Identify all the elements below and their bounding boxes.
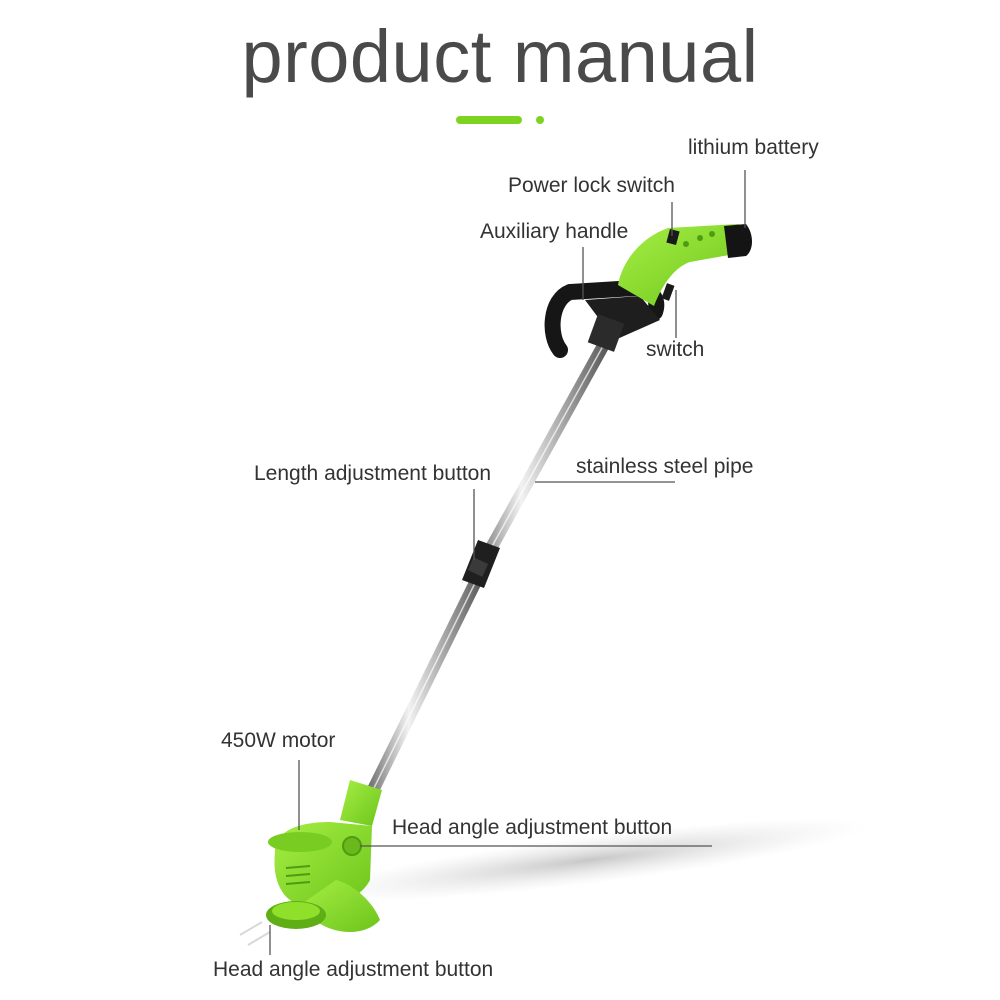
label-switch: switch (646, 338, 705, 361)
label-head-angle-adjustment-button-bottom: Head angle adjustment button (213, 958, 494, 981)
motor-head (239, 780, 382, 946)
title-accent-bar (456, 116, 522, 124)
page-title: product manual (241, 15, 759, 98)
label-auxiliary-handle: Auxiliary handle (480, 220, 629, 243)
ground-shadow (312, 818, 868, 902)
label-length-adjustment-button: Length adjustment button (254, 462, 492, 485)
leader-lines (269, 170, 746, 955)
label-head-angle-adjustment-button: Head angle adjustment button (392, 816, 673, 839)
label-stainless-steel-pipe: stainless steel pipe (576, 455, 754, 478)
label-450w-motor: 450W motor (221, 729, 336, 752)
title-accent-dot (536, 116, 544, 124)
length-adjustment-clamp (462, 540, 500, 588)
label-power-lock-switch: Power lock switch (508, 174, 675, 197)
label-lithium-battery: lithium battery (688, 136, 819, 159)
main-handle (618, 224, 752, 306)
steel-pipe (368, 344, 609, 790)
